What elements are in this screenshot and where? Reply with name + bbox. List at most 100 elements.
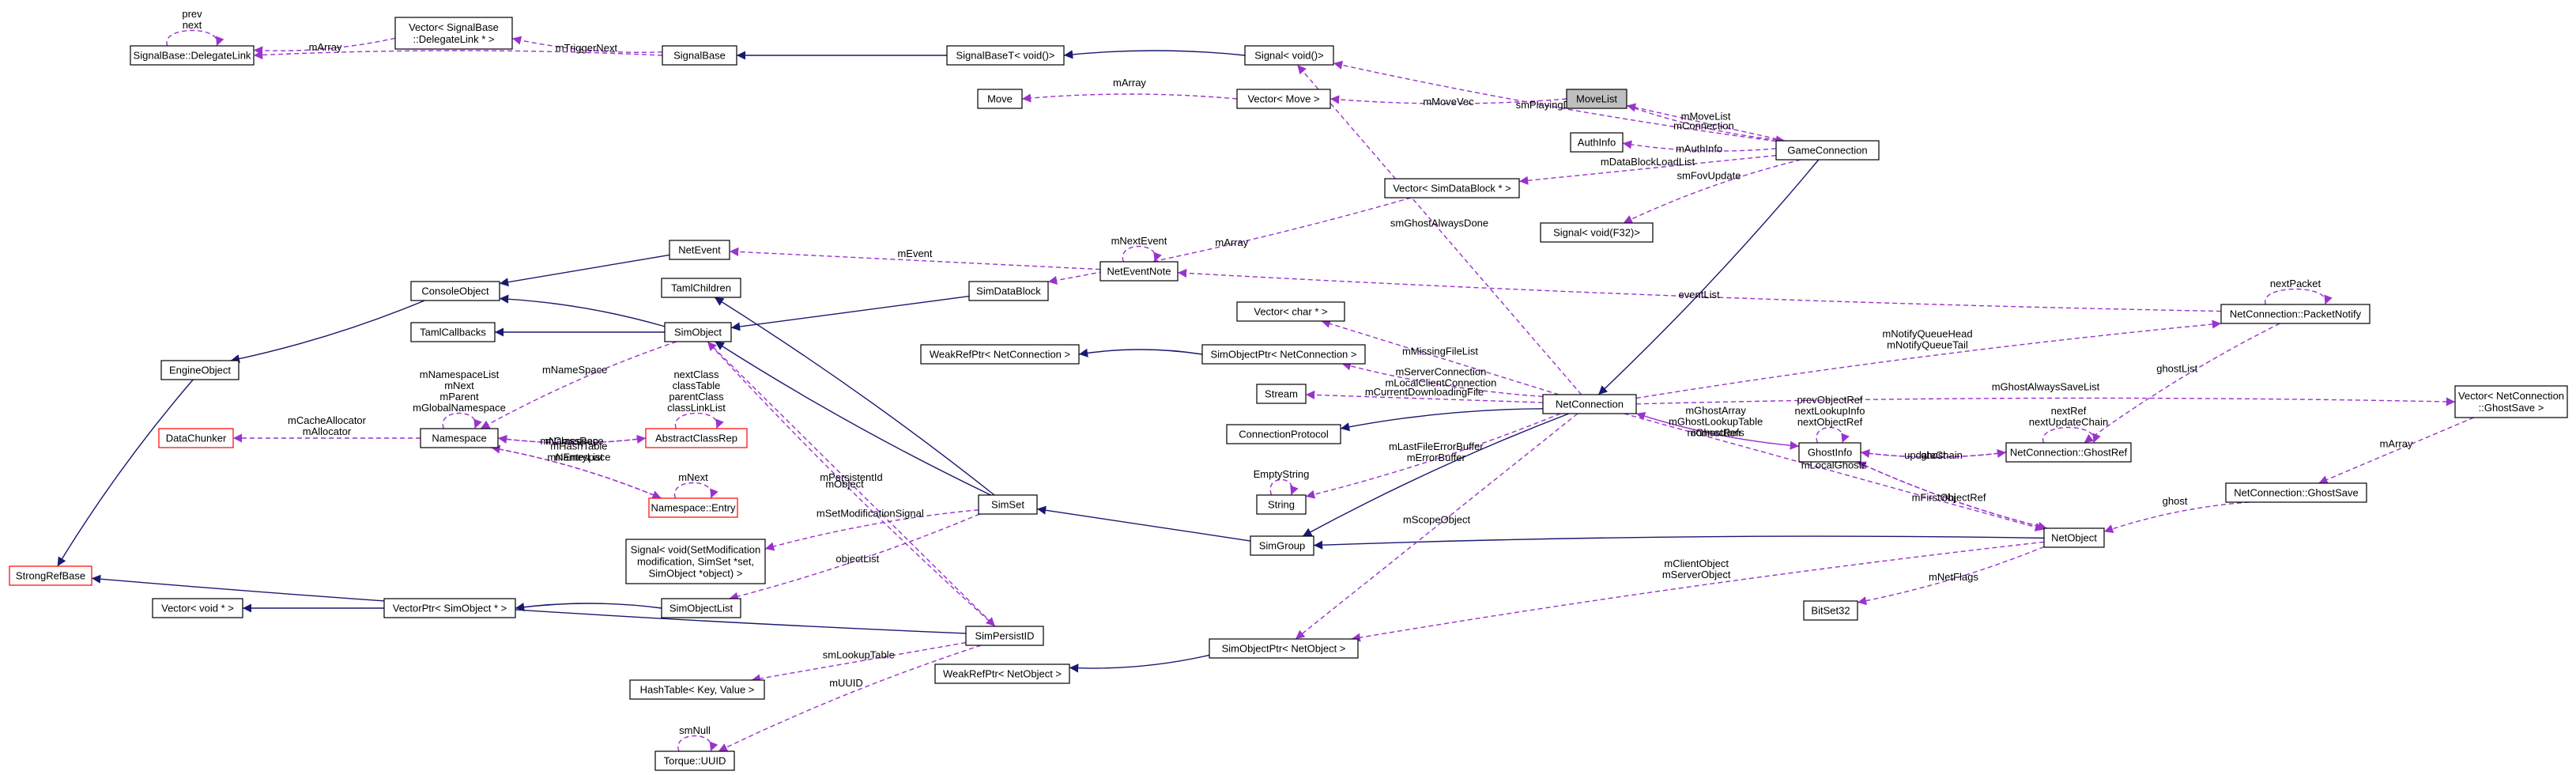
node-ncghostref[interactable]: NetConnection::GhostRef	[2005, 442, 2132, 463]
node-label-vsbdl: Vector< SignalBase::DelegateLink * >	[409, 21, 499, 45]
node-label-line: ConnectionProtocol	[1239, 429, 1329, 440]
node-sbtv[interactable]: SignalBaseT< void()>	[946, 45, 1065, 66]
node-box-simdatablock	[968, 281, 1049, 301]
node-label-line: SimDataBlock	[976, 285, 1041, 297]
node-namespace[interactable]: Namespace	[420, 428, 499, 448]
node-box-hashtable	[629, 679, 765, 700]
node-vmove[interactable]: Vector< Move >	[1236, 89, 1331, 109]
edge-label-line: mClassRep	[545, 435, 598, 447]
node-neteventnote[interactable]: NetEventNote	[1099, 261, 1179, 282]
edge-ghostinfo-ghostinfo-64	[1816, 426, 1850, 444]
node-box-string	[1256, 494, 1307, 515]
node-authinfo[interactable]: AuthInfo	[1570, 132, 1624, 153]
edge-label-line: ghostList	[2156, 362, 2197, 374]
edge-label-line: parentClass	[669, 391, 724, 403]
node-simgroup[interactable]: SimGroup	[1250, 535, 1314, 556]
node-simobject[interactable]: SimObject	[664, 322, 732, 342]
node-label-movelist: MoveList	[1576, 93, 1617, 105]
edge-label-69: mFirstObjectRef	[1912, 491, 1986, 503]
node-sigf32[interactable]: Signal< void(F32)>	[1540, 222, 1654, 243]
node-vncghostsave[interactable]: Vector< NetConnection::GhostSave >	[2454, 385, 2568, 418]
node-tamlcallbacks[interactable]: TamlCallbacks	[410, 322, 496, 342]
node-sopnetobj[interactable]: SimObjectPtr< NetObject >	[1209, 638, 1359, 659]
node-label-line: SimObjectPtr< NetConnection >	[1211, 349, 1357, 361]
node-nsentry[interactable]: Namespace::Entry	[648, 497, 738, 518]
node-connproto[interactable]: ConnectionProtocol	[1226, 424, 1341, 444]
node-vsbdl[interactable]: Vector< SignalBase::DelegateLink * >	[394, 17, 513, 50]
node-sbdl[interactable]: SignalBase::DelegateLink	[130, 45, 255, 66]
node-vvoid[interactable]: Vector< void * >	[152, 598, 243, 618]
edge-label-15: mArray	[1215, 236, 1248, 248]
edge-label-line: mDataBlockLoadList	[1601, 156, 1695, 168]
node-stream[interactable]: Stream	[1256, 384, 1307, 404]
node-label-abstractclassrep: AbstractClassRep	[655, 433, 737, 444]
node-netevent[interactable]: NetEvent	[669, 240, 730, 260]
node-gameconn[interactable]: GameConnection	[1775, 140, 1880, 161]
node-ghostinfo[interactable]: GhostInfo	[1798, 442, 1861, 463]
node-label-simgroup: SimGroup	[1259, 540, 1306, 552]
node-datachunker[interactable]: DataChunker	[158, 428, 234, 448]
edge-label-line: mErrorBuffer	[1407, 452, 1466, 463]
node-vchar[interactable]: Vector< char * >	[1236, 301, 1345, 322]
edge-label-52: EmptyString	[1254, 468, 1310, 480]
node-abstractclassrep[interactable]: AbstractClassRep	[645, 428, 748, 448]
node-bitset32[interactable]: BitSet32	[1803, 600, 1858, 621]
node-ncpacket[interactable]: NetConnection::PacketNotify	[2220, 304, 2370, 324]
node-wrpnetconn[interactable]: WeakRefPtr< NetConnection >	[920, 344, 1080, 365]
edge-sbdl-sbdl-1	[166, 29, 224, 47]
node-label-ncpacket: NetConnection::PacketNotify	[2230, 308, 2362, 320]
node-box-bitset32	[1803, 600, 1858, 621]
node-netobject[interactable]: NetObject	[2043, 527, 2105, 548]
node-box-consoleobj	[410, 281, 500, 301]
edge-simset-sigsetmod-35	[764, 509, 979, 551]
edges-layer	[57, 29, 2474, 752]
edge-neteventnote-neteventnote-17	[1122, 245, 1162, 263]
node-box-sigv	[1244, 45, 1334, 66]
node-movelist[interactable]: MoveList	[1566, 89, 1627, 109]
edge-label-line: smLookupTable	[823, 648, 895, 660]
edge-netobject-bitset32-72	[1857, 546, 2045, 606]
node-strongrefbase[interactable]: StrongRefBase	[9, 565, 92, 586]
node-consoleobj[interactable]: ConsoleObject	[410, 281, 500, 301]
edge-abstractclassrep-abstractclassrep-31	[674, 412, 724, 429]
edge-signalbase-vsbdl-3	[511, 36, 663, 53]
edge-label-line: updateChain	[1904, 449, 1963, 461]
node-ncghostsave[interactable]: NetConnection::GhostSave	[2225, 482, 2367, 503]
node-move[interactable]: Move	[977, 89, 1023, 109]
node-label-line: NetConnection	[1556, 399, 1624, 410]
edge-netconn-sigv-7	[1296, 64, 1582, 395]
edge-nsentry-nsentry-34	[673, 482, 718, 499]
node-wrpnetobj[interactable]: WeakRefPtr< NetObject >	[934, 663, 1070, 684]
edge-ncghostsave-netobject-71	[2103, 501, 2250, 533]
node-label-line: SimObject	[674, 327, 722, 338]
node-vsdb[interactable]: Vector< SimDataBlock * >	[1384, 178, 1520, 198]
node-simpersistid[interactable]: SimPersistID	[965, 626, 1044, 646]
node-netconn[interactable]: NetConnection	[1542, 394, 1637, 414]
node-label-line: HashTable< Key, Value >	[640, 684, 755, 696]
node-hashtable[interactable]: HashTable< Key, Value >	[629, 679, 765, 700]
node-sigv[interactable]: Signal< void()>	[1244, 45, 1334, 66]
edge-simpersistid-strongrefbase-39	[91, 574, 967, 634]
node-label-string: String	[1268, 499, 1295, 511]
node-sopnetconn[interactable]: SimObjectPtr< NetConnection >	[1201, 344, 1366, 365]
node-simset[interactable]: SimSet	[978, 494, 1038, 515]
node-string[interactable]: String	[1256, 494, 1307, 515]
node-vptrsimobj[interactable]: VectorPtr< SimObject * >	[383, 598, 516, 618]
node-label-sigv: Signal< void()>	[1254, 50, 1323, 62]
node-tamlchildren[interactable]: TamlChildren	[661, 278, 741, 298]
edge-simobject-simpersistid-37	[707, 341, 996, 627]
node-engineobj[interactable]: EngineObject	[160, 360, 239, 380]
node-label-vmove: Vector< Move >	[1247, 93, 1319, 105]
node-torqueuuid[interactable]: Torque::UUID	[654, 750, 735, 771]
node-signalbase[interactable]: SignalBase	[662, 45, 737, 66]
edge-label-68: obj	[1942, 491, 1956, 503]
node-simobjlist[interactable]: SimObjectList	[661, 598, 741, 618]
node-simdatablock[interactable]: SimDataBlock	[968, 281, 1049, 301]
node-box-engineobj	[160, 360, 239, 380]
node-label-wrpnetobj: WeakRefPtr< NetObject >	[943, 668, 1062, 680]
